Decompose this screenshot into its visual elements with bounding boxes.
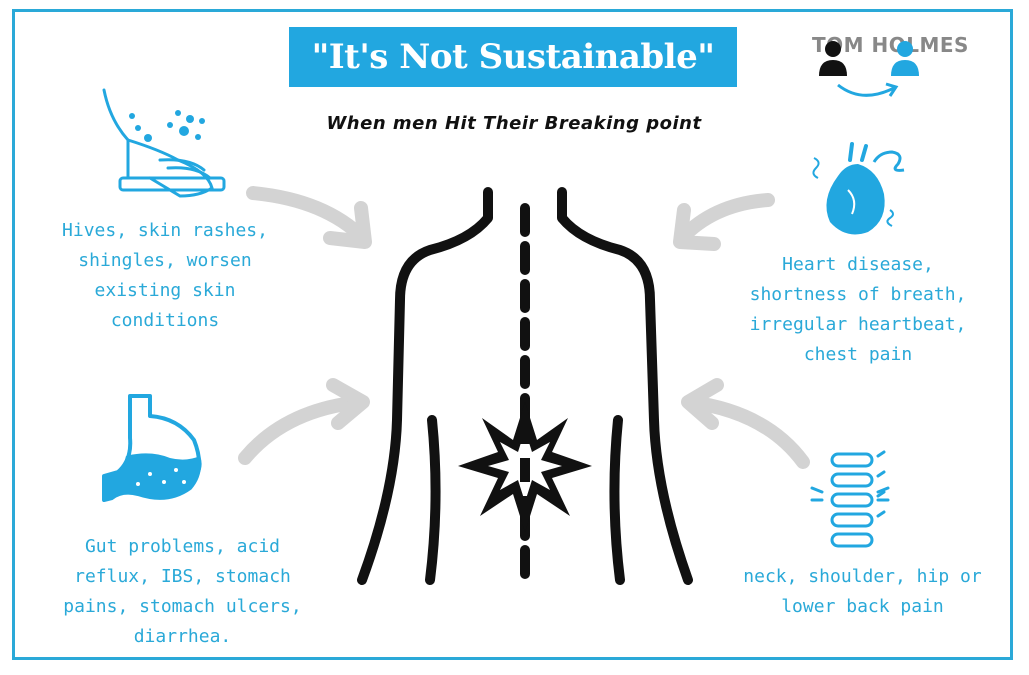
arrow-back [681, 378, 810, 469]
arrow-gut [238, 378, 370, 465]
spine-icon [810, 450, 890, 548]
arrow-heart [673, 193, 775, 251]
heart-icon [812, 142, 905, 235]
title-banner: "It's Not Sustainable" [289, 27, 737, 87]
arrow-skin [246, 186, 372, 249]
hand-rash-icon [102, 88, 226, 198]
back-symptoms-text: neck, shoulder, hip or lower back pain [743, 566, 982, 617]
skin-symptoms-text: Hives, skin rashes, shingles, worsen exi… [62, 220, 268, 331]
gut-symptoms-text: Gut problems, acid reflux, IBS, stomach … [63, 536, 302, 647]
logo-people-icon [819, 41, 919, 97]
pain-burst-icon [458, 402, 592, 532]
rash-dots [129, 110, 205, 142]
infographic-frame [12, 9, 1013, 660]
page-title: "It's Not Sustainable" [311, 37, 715, 77]
heart-symptoms-text: Heart disease, shortness of breath, irre… [749, 254, 967, 365]
page-subtitle: When men Hit Their Breaking point [326, 113, 702, 134]
stomach-icon [102, 394, 202, 502]
